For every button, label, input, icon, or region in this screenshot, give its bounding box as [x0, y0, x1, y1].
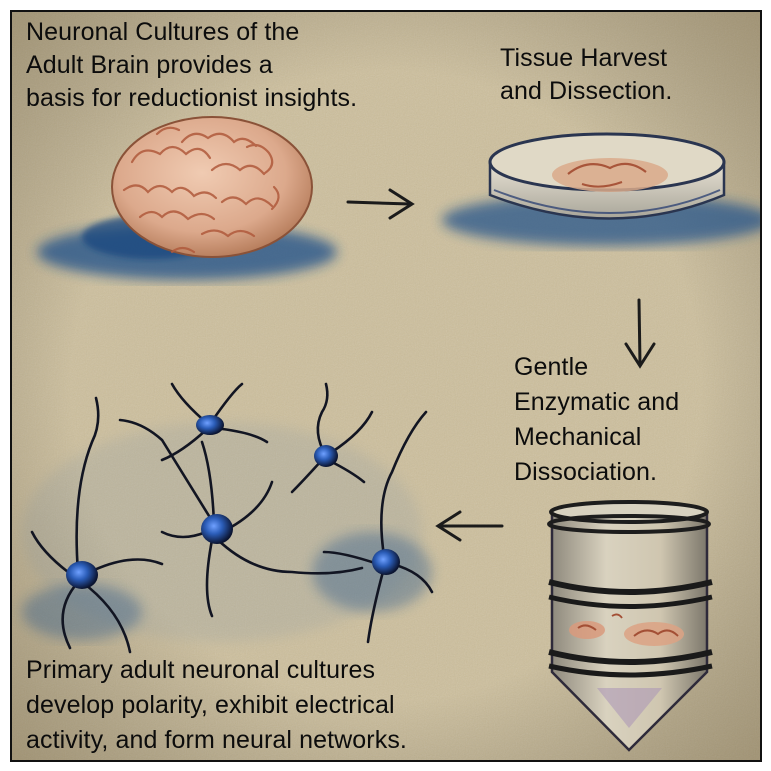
caption-result-line: activity, and form neural networks. — [26, 723, 407, 758]
caption-dissociation-line: Dissociation. — [514, 455, 679, 490]
caption-dissociation-line: Mechanical — [514, 420, 679, 455]
caption-result-line: develop polarity, exhibit electrical — [26, 688, 407, 723]
caption-intro-line: Adult Brain provides a — [26, 49, 357, 82]
caption-dissociation-line: Gentle — [514, 350, 679, 385]
neuron-soma-3 — [196, 415, 224, 435]
neuron-soma-2 — [201, 514, 233, 544]
caption-dissociation: Gentle Enzymatic and Mechanical Dissocia… — [514, 350, 679, 490]
caption-tissue-harvest: Tissue Harvest and Dissection. — [500, 42, 672, 108]
neuron-soma-5 — [372, 549, 400, 575]
caption-intro-line: Neuronal Cultures of the — [26, 16, 357, 49]
figure-frame: Neuronal Cultures of the Adult Brain pro… — [10, 10, 762, 762]
caption-result: Primary adult neuronal cultures develop … — [26, 653, 407, 758]
caption-dissociation-line: Enzymatic and — [514, 385, 679, 420]
neuron-soma-1 — [66, 561, 98, 589]
caption-harvest-line: Tissue Harvest — [500, 42, 672, 75]
caption-result-line: Primary adult neuronal cultures — [26, 653, 407, 688]
caption-harvest-line: and Dissection. — [500, 75, 672, 108]
caption-intro: Neuronal Cultures of the Adult Brain pro… — [26, 16, 357, 115]
caption-intro-line: basis for reductionist insights. — [26, 82, 357, 115]
neuron-soma-4 — [314, 445, 338, 467]
